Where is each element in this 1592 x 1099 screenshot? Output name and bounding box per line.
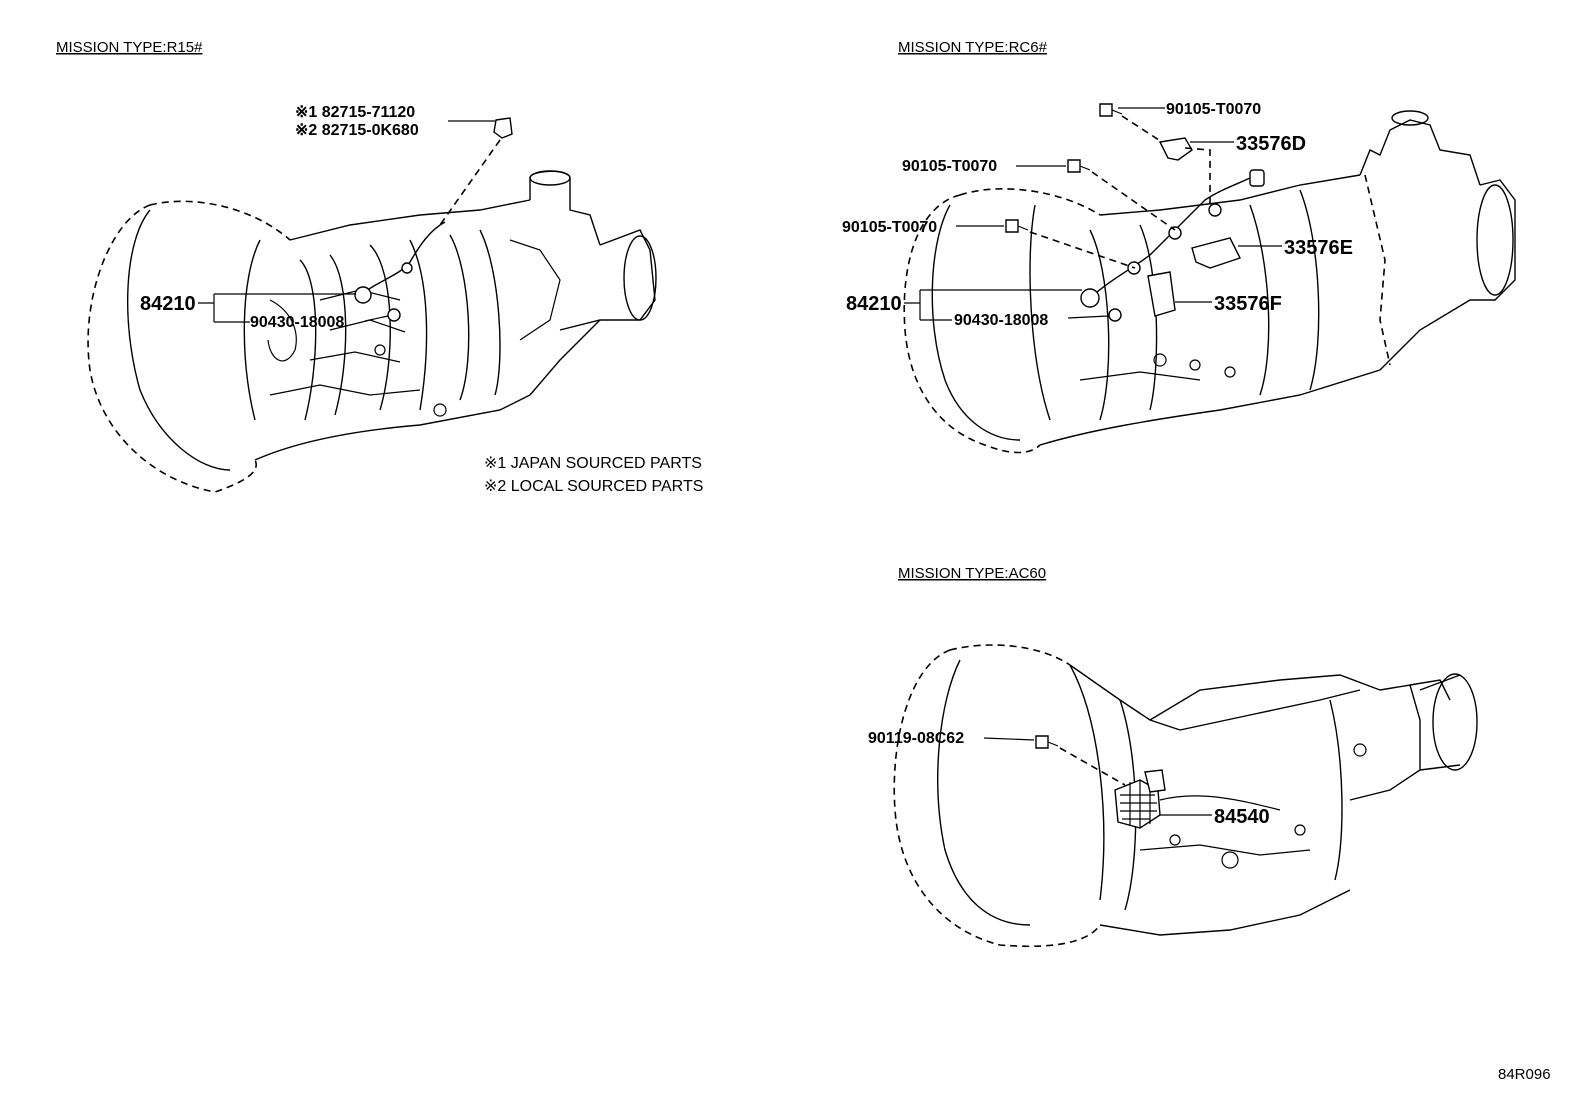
ac60-callouts: 90119-08C62 84540 — [868, 730, 1270, 828]
r15-transmission-drawing — [87, 117, 657, 493]
rc6-bracket-33576e-part — [1191, 237, 1241, 269]
r15-switch-84210-part — [354, 286, 372, 304]
rc6-transmission-drawing — [903, 103, 1516, 454]
callout-r15-sensor-japan: ※1 82715-71120 — [295, 104, 415, 121]
rc6-sensor-connector-part — [1249, 169, 1265, 187]
figure-id: 84R096 — [1498, 1066, 1551, 1083]
section-title-rc6: MISSION TYPE:RC6# — [898, 39, 1048, 56]
callout-ac60-switch: 84540 — [1214, 806, 1270, 828]
callout-rc6-bracket-e: 33576E — [1284, 237, 1353, 259]
r15-gasket-part — [387, 308, 401, 322]
rc6-bolt-top-part — [1099, 103, 1123, 117]
rc6-bracket-33576d-part — [1158, 137, 1193, 161]
rc6-bracket-33576f-part — [1147, 271, 1176, 317]
ac60-bolt-part — [1035, 735, 1059, 749]
callout-rc6-bolt-low: 90105-T0070 — [842, 219, 937, 236]
callout-rc6-bracket-f: 33576F — [1214, 293, 1282, 315]
rc6-callouts: 90105-T0070 33576D 90105-T0070 90105-T00… — [842, 101, 1353, 329]
callout-r15-switch: 84210 — [140, 293, 196, 315]
callout-r15-gasket: 90430-18008 — [250, 314, 344, 331]
section-title-ac60: MISSION TYPE:AC60 — [898, 565, 1046, 582]
r15-callouts: ※1 82715-71120 ※2 82715-0K680 84210 9043… — [140, 104, 703, 495]
note-local-sourced: ※2 LOCAL SOURCED PARTS — [484, 478, 703, 495]
callout-ac60-bolt: 90119-08C62 — [868, 730, 964, 747]
r15-speed-sensor-part — [493, 117, 513, 139]
callout-rc6-bolt-top: 90105-T0070 — [1166, 101, 1261, 118]
section-title-r15: MISSION TYPE:R15# — [56, 39, 203, 56]
rc6-bolt-mid-part — [1067, 159, 1091, 173]
callout-rc6-bolt-mid: 90105-T0070 — [902, 158, 997, 175]
ac60-switch-84540-part — [1114, 769, 1166, 829]
callout-rc6-gasket: 90430-18008 — [954, 312, 1048, 329]
rc6-bolt-low-part — [1005, 219, 1029, 233]
note-japan-sourced: ※1 JAPAN SOURCED PARTS — [484, 455, 702, 472]
callout-rc6-switch: 84210 — [846, 293, 902, 315]
callout-r15-sensor-local: ※2 82715-0K680 — [295, 122, 419, 139]
callout-rc6-bracket-d: 33576D — [1236, 133, 1306, 155]
ac60-transmission-drawing — [893, 644, 1478, 948]
rc6-switch-84210-part — [1080, 288, 1100, 308]
rc6-gasket-part — [1108, 308, 1122, 322]
